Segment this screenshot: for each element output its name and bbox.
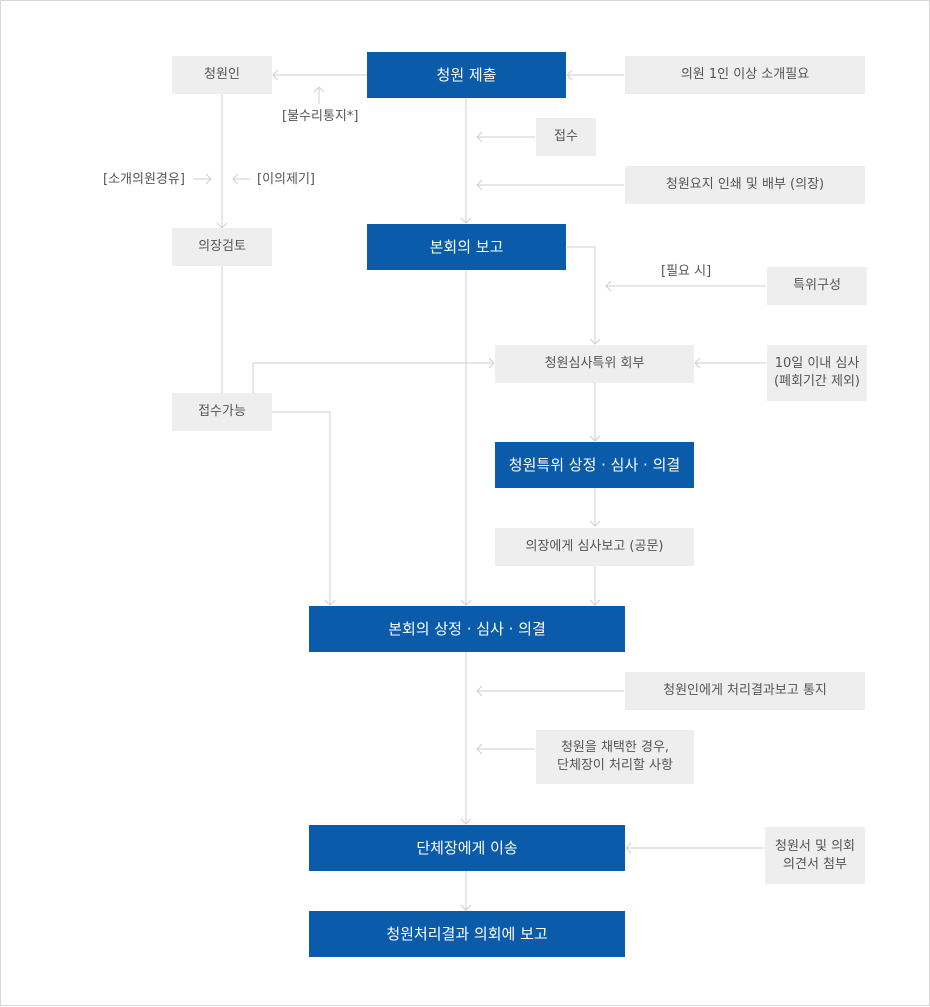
arrowhead bbox=[460, 217, 472, 224]
note-non-acceptance: [불수리통지*] bbox=[282, 109, 359, 124]
box-introduction: 의원 1인 이상 소개필요 bbox=[625, 56, 865, 94]
note-objection: [이의제기] bbox=[257, 172, 315, 187]
arrowhead bbox=[566, 69, 573, 81]
box-if-adopted-line: 청원을 채택한 경우, bbox=[560, 740, 670, 755]
arrowhead bbox=[625, 842, 632, 854]
arrowhead bbox=[476, 685, 483, 697]
arrowhead bbox=[460, 904, 472, 911]
step-plenary-deliberation: 본회의 상정 · 심사 · 의결 bbox=[309, 606, 625, 652]
box-notify-petitioner: 청원인에게 처리결과보고 통지 bbox=[625, 672, 865, 710]
arrowhead bbox=[605, 280, 612, 292]
box-special-committee: 특위구성 bbox=[767, 267, 867, 305]
step-committee-deliberation: 청원특위 상정 · 심사 · 의결 bbox=[495, 442, 694, 488]
arrowhead bbox=[589, 599, 601, 606]
arrowhead bbox=[460, 599, 472, 606]
box-receivable: 접수가능 bbox=[172, 393, 272, 431]
arrowhead bbox=[324, 599, 336, 606]
box-if-adopted: 청원을 채택한 경우, 단체장이 처리할 사항 bbox=[536, 730, 694, 784]
box-attach-opinion: 청원서 및 의회 의견서 첨부 bbox=[765, 827, 865, 884]
arrowhead bbox=[589, 435, 601, 442]
arrowhead bbox=[232, 173, 239, 185]
step-final-report: 청원처리결과 의회에 보고 bbox=[309, 911, 625, 957]
connector-receivable-to-committee bbox=[252, 362, 494, 393]
arrowhead bbox=[589, 338, 601, 345]
arrowhead bbox=[476, 179, 483, 191]
box-chair-review: 의장검토 bbox=[172, 228, 272, 266]
box-refer-committee: 청원심사특위 회부 bbox=[495, 345, 694, 383]
arrowhead bbox=[205, 173, 212, 185]
step-plenary-report: 본회의 보고 bbox=[367, 224, 566, 270]
arrowhead bbox=[272, 69, 279, 81]
step-submit: 청원 제출 bbox=[367, 52, 566, 98]
connector-plenary-to-committee bbox=[567, 246, 596, 344]
box-ten-days: 10일 이내 심사 (폐회기간 제외) bbox=[767, 345, 867, 401]
arrowhead bbox=[313, 86, 325, 93]
box-attach-opinion-line: 청원서 및 의회 bbox=[774, 838, 856, 854]
arrowhead bbox=[694, 357, 701, 369]
box-report-to-chair: 의장에게 심사보고 (공문) bbox=[495, 528, 694, 566]
arrowhead bbox=[589, 520, 601, 527]
note-when-needed: [필요 시] bbox=[661, 264, 712, 279]
box-attach-opinion-line: 의견서 첨부 bbox=[783, 856, 847, 872]
connector-receivable-to-deliberation bbox=[272, 411, 331, 605]
arrowhead bbox=[476, 131, 483, 143]
note-via-member: [소개의원경유] bbox=[103, 172, 185, 187]
box-petitioner: 청원인 bbox=[172, 56, 272, 94]
box-ten-days-line: (폐회기간 제외) bbox=[773, 374, 861, 389]
box-receipt: 접수 bbox=[536, 118, 596, 156]
arrowhead bbox=[476, 743, 483, 755]
box-print-distribute: 청원요지 인쇄 및 배부 (의장) bbox=[625, 166, 865, 204]
step-transfer: 단체장에게 이송 bbox=[309, 825, 625, 871]
box-if-adopted-line: 단체장이 처리할 사항 bbox=[557, 758, 673, 773]
arrowhead bbox=[460, 818, 472, 825]
arrowhead bbox=[488, 357, 495, 369]
box-ten-days-line: 10일 이내 심사 bbox=[774, 356, 860, 371]
